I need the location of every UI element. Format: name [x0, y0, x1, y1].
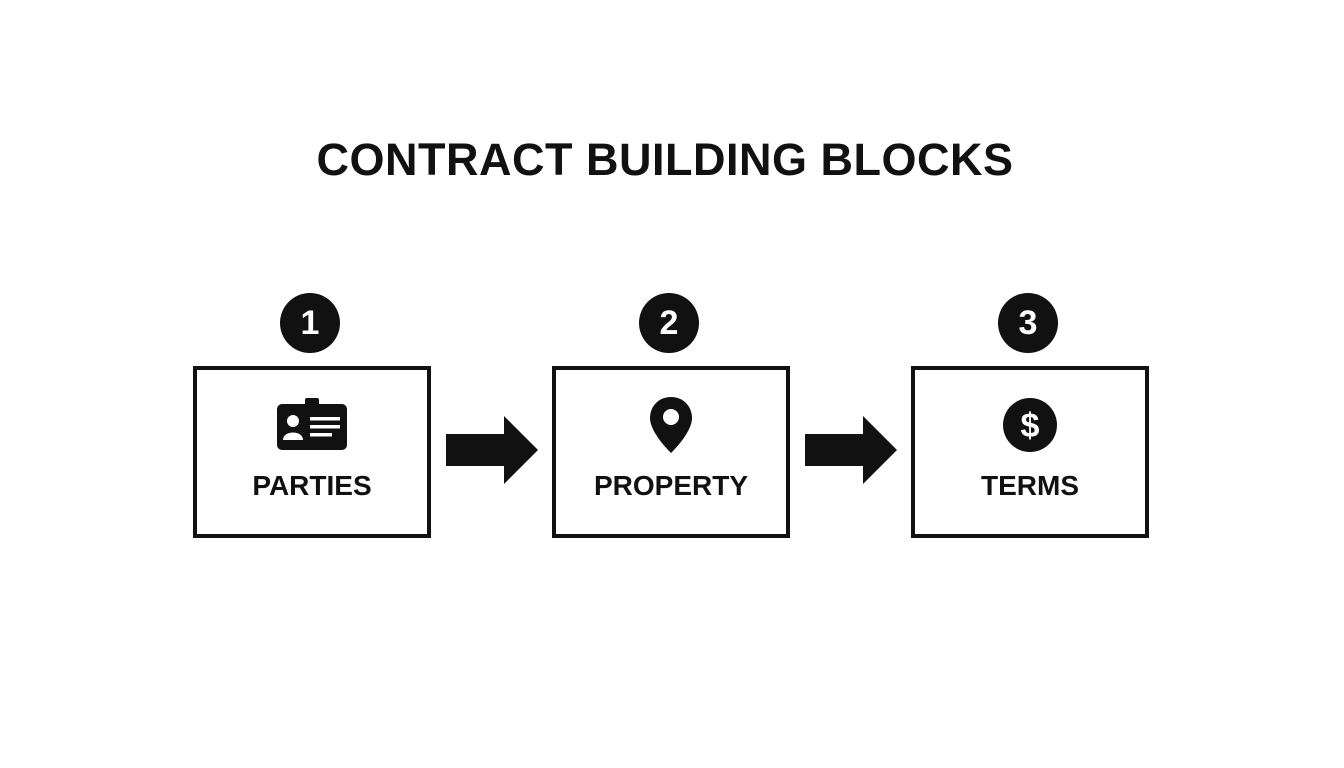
dollar-coin-icon: $ — [990, 390, 1070, 460]
step-3-label: TERMS — [981, 470, 1079, 501]
id-card-icon — [272, 390, 352, 460]
step-3-number-badge: 3 — [998, 293, 1058, 353]
step-3-box: $ TERMS — [911, 366, 1149, 538]
step-2-label: PROPERTY — [593, 470, 749, 501]
diagram-title: CONTRACT BUILDING BLOCKS — [316, 134, 1014, 185]
step-1-number-badge: 1 — [280, 293, 340, 353]
step-1-box: PARTIES — [193, 366, 431, 538]
step-1-label: PARTIES — [252, 470, 372, 501]
step-2-box: PROPERTY — [552, 366, 790, 538]
step-2-number-badge: 2 — [639, 293, 699, 353]
svg-text:$: $ — [1021, 407, 1040, 445]
arrow-2-to-3 — [805, 416, 897, 484]
map-pin-icon — [631, 390, 711, 460]
arrow-1-to-2 — [446, 416, 538, 484]
